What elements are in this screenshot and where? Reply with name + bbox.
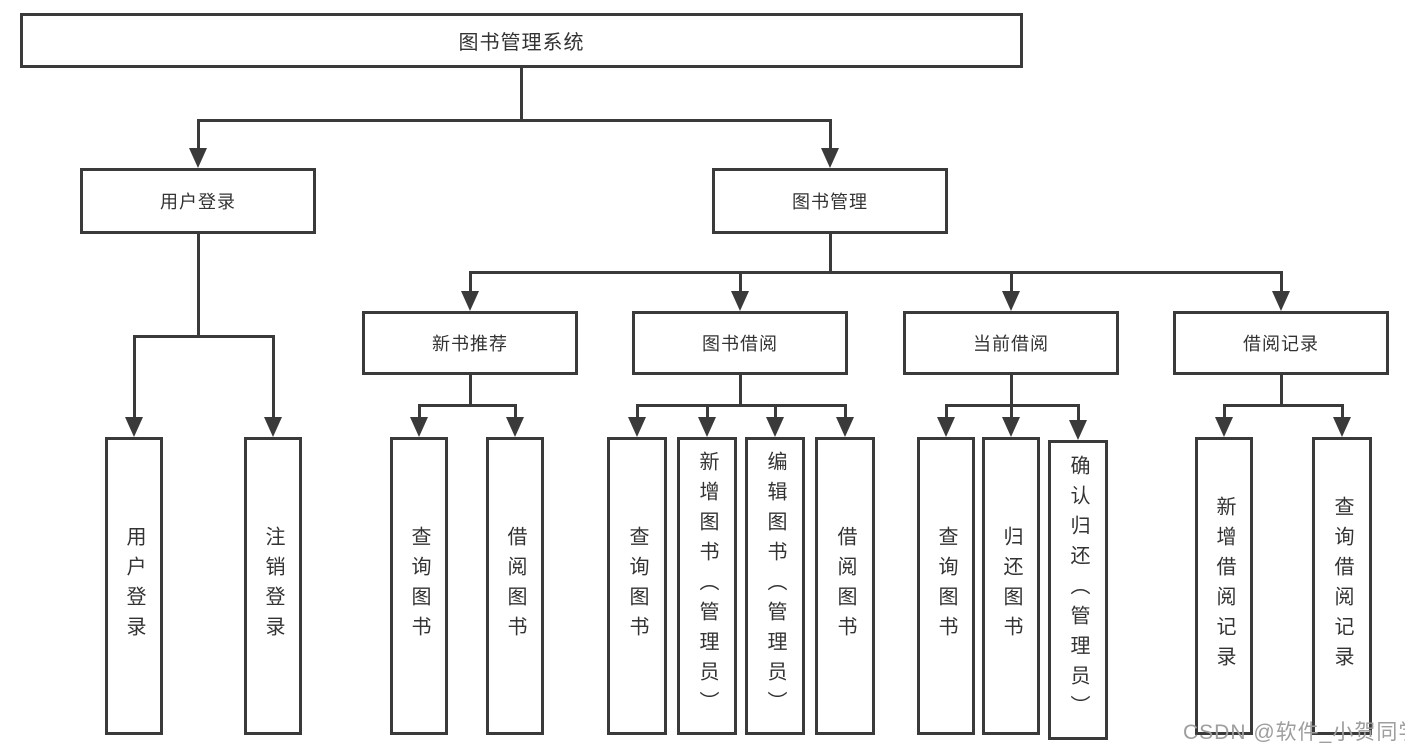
arrow-head-icon	[628, 417, 646, 437]
arrow-stem	[468, 272, 472, 293]
watermark: CSDN @软件_小贺同学	[1183, 721, 1405, 744]
arrow-stem	[635, 405, 639, 419]
node-current-borrow: 当前借阅	[903, 311, 1119, 375]
arrow-head-icon	[125, 417, 143, 437]
arrow-head-icon	[1215, 417, 1233, 437]
node-root: 图书管理系统	[20, 13, 1023, 68]
arrow-stem	[1076, 405, 1080, 422]
node-new-book-rec: 新书推荐	[362, 311, 578, 375]
node-leaf-nb-query-books: 查询图书	[390, 437, 448, 735]
connector-hline	[635, 403, 847, 407]
arrow-stem	[1009, 405, 1013, 419]
arrow-head-icon	[189, 148, 207, 168]
node-user-login: 用户登录	[80, 168, 316, 234]
arrow-head-icon	[264, 417, 282, 437]
node-book-mgmt: 图书管理	[712, 168, 948, 234]
node-leaf-nb-borrow-books: 借阅图书	[486, 437, 544, 735]
arrow-stem	[271, 336, 275, 419]
node-leaf-logout: 注销登录	[244, 437, 302, 735]
arrow-stem	[196, 120, 200, 150]
connector-hline	[417, 403, 517, 407]
node-leaf-cb-confirm-return: 确认归还（管理员）	[1048, 440, 1108, 740]
arrow-head-icon	[506, 417, 524, 437]
arrow-head-icon	[766, 417, 784, 437]
node-leaf-cb-query-books: 查询图书	[917, 437, 975, 735]
connector-vline	[519, 68, 523, 120]
arrow-stem	[773, 405, 777, 419]
arrow-stem	[513, 405, 517, 419]
node-leaf-br-add-record: 新增借阅记录	[1195, 437, 1253, 735]
connector-vline	[1009, 375, 1013, 405]
arrow-stem	[1222, 405, 1226, 419]
node-leaf-bb-borrow-books: 借阅图书	[815, 437, 875, 735]
arrow-stem	[705, 405, 709, 419]
node-leaf-bb-query-books: 查询图书	[607, 437, 667, 735]
arrow-head-icon	[1002, 417, 1020, 437]
arrow-head-icon	[1069, 420, 1087, 440]
node-book-borrow: 图书借阅	[632, 311, 848, 375]
connector-hline	[132, 334, 275, 338]
arrow-head-icon	[461, 291, 479, 311]
arrow-stem	[828, 120, 832, 150]
connector-vline	[196, 234, 200, 336]
arrow-head-icon	[836, 417, 854, 437]
arrow-head-icon	[1002, 291, 1020, 311]
node-borrow-record: 借阅记录	[1173, 311, 1389, 375]
arrow-stem	[1279, 272, 1283, 293]
connector-vline	[828, 234, 832, 272]
node-leaf-bb-edit-books: 编辑图书（管理员）	[745, 437, 805, 735]
node-leaf-bb-add-books: 新增图书（管理员）	[677, 437, 737, 735]
arrow-head-icon	[731, 291, 749, 311]
arrow-stem	[738, 272, 742, 293]
arrow-head-icon	[698, 417, 716, 437]
node-leaf-br-query-record: 查询借阅记录	[1312, 437, 1372, 735]
connector-vline	[738, 375, 742, 405]
connector-hline	[1222, 403, 1344, 407]
node-leaf-cb-return-books: 归还图书	[982, 437, 1040, 735]
connector-vline	[468, 375, 472, 405]
arrow-stem	[1009, 272, 1013, 293]
arrow-stem	[1340, 405, 1344, 419]
arrow-stem	[944, 405, 948, 419]
connector-vline	[1279, 375, 1283, 405]
connector-hline	[468, 270, 1283, 274]
arrow-head-icon	[821, 148, 839, 168]
arrow-head-icon	[410, 417, 428, 437]
arrow-stem	[843, 405, 847, 419]
arrow-stem	[417, 405, 421, 419]
connector-hline	[196, 118, 832, 122]
arrow-head-icon	[1333, 417, 1351, 437]
arrow-head-icon	[1272, 291, 1290, 311]
node-leaf-user-login: 用户登录	[105, 437, 163, 735]
arrow-head-icon	[937, 417, 955, 437]
arrow-stem	[132, 336, 136, 419]
